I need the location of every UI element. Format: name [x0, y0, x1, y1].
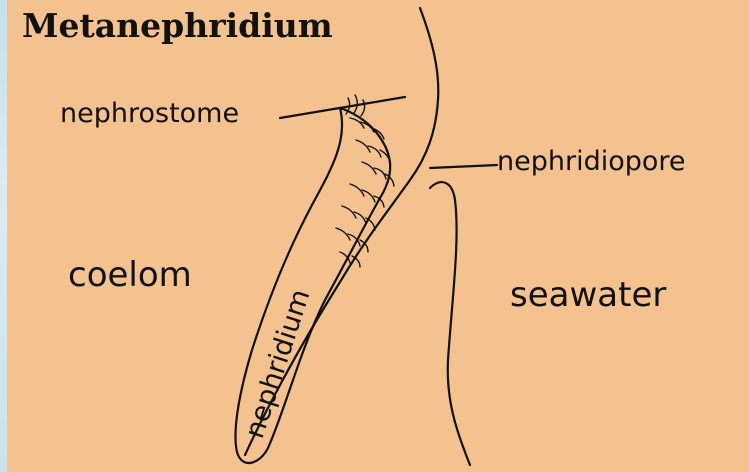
label-nephridium: nephridium — [239, 286, 316, 443]
label-nephridiopore: nephridiopore — [497, 146, 686, 177]
label-nephrostome: nephrostome — [60, 98, 239, 129]
label-coelom: coelom — [68, 255, 192, 295]
nephrostome-leader-line — [280, 97, 405, 118]
nephridiopore-lip-line — [430, 182, 470, 465]
nephridiopore-leader-line — [430, 165, 497, 168]
label-seawater: seawater — [510, 275, 666, 315]
